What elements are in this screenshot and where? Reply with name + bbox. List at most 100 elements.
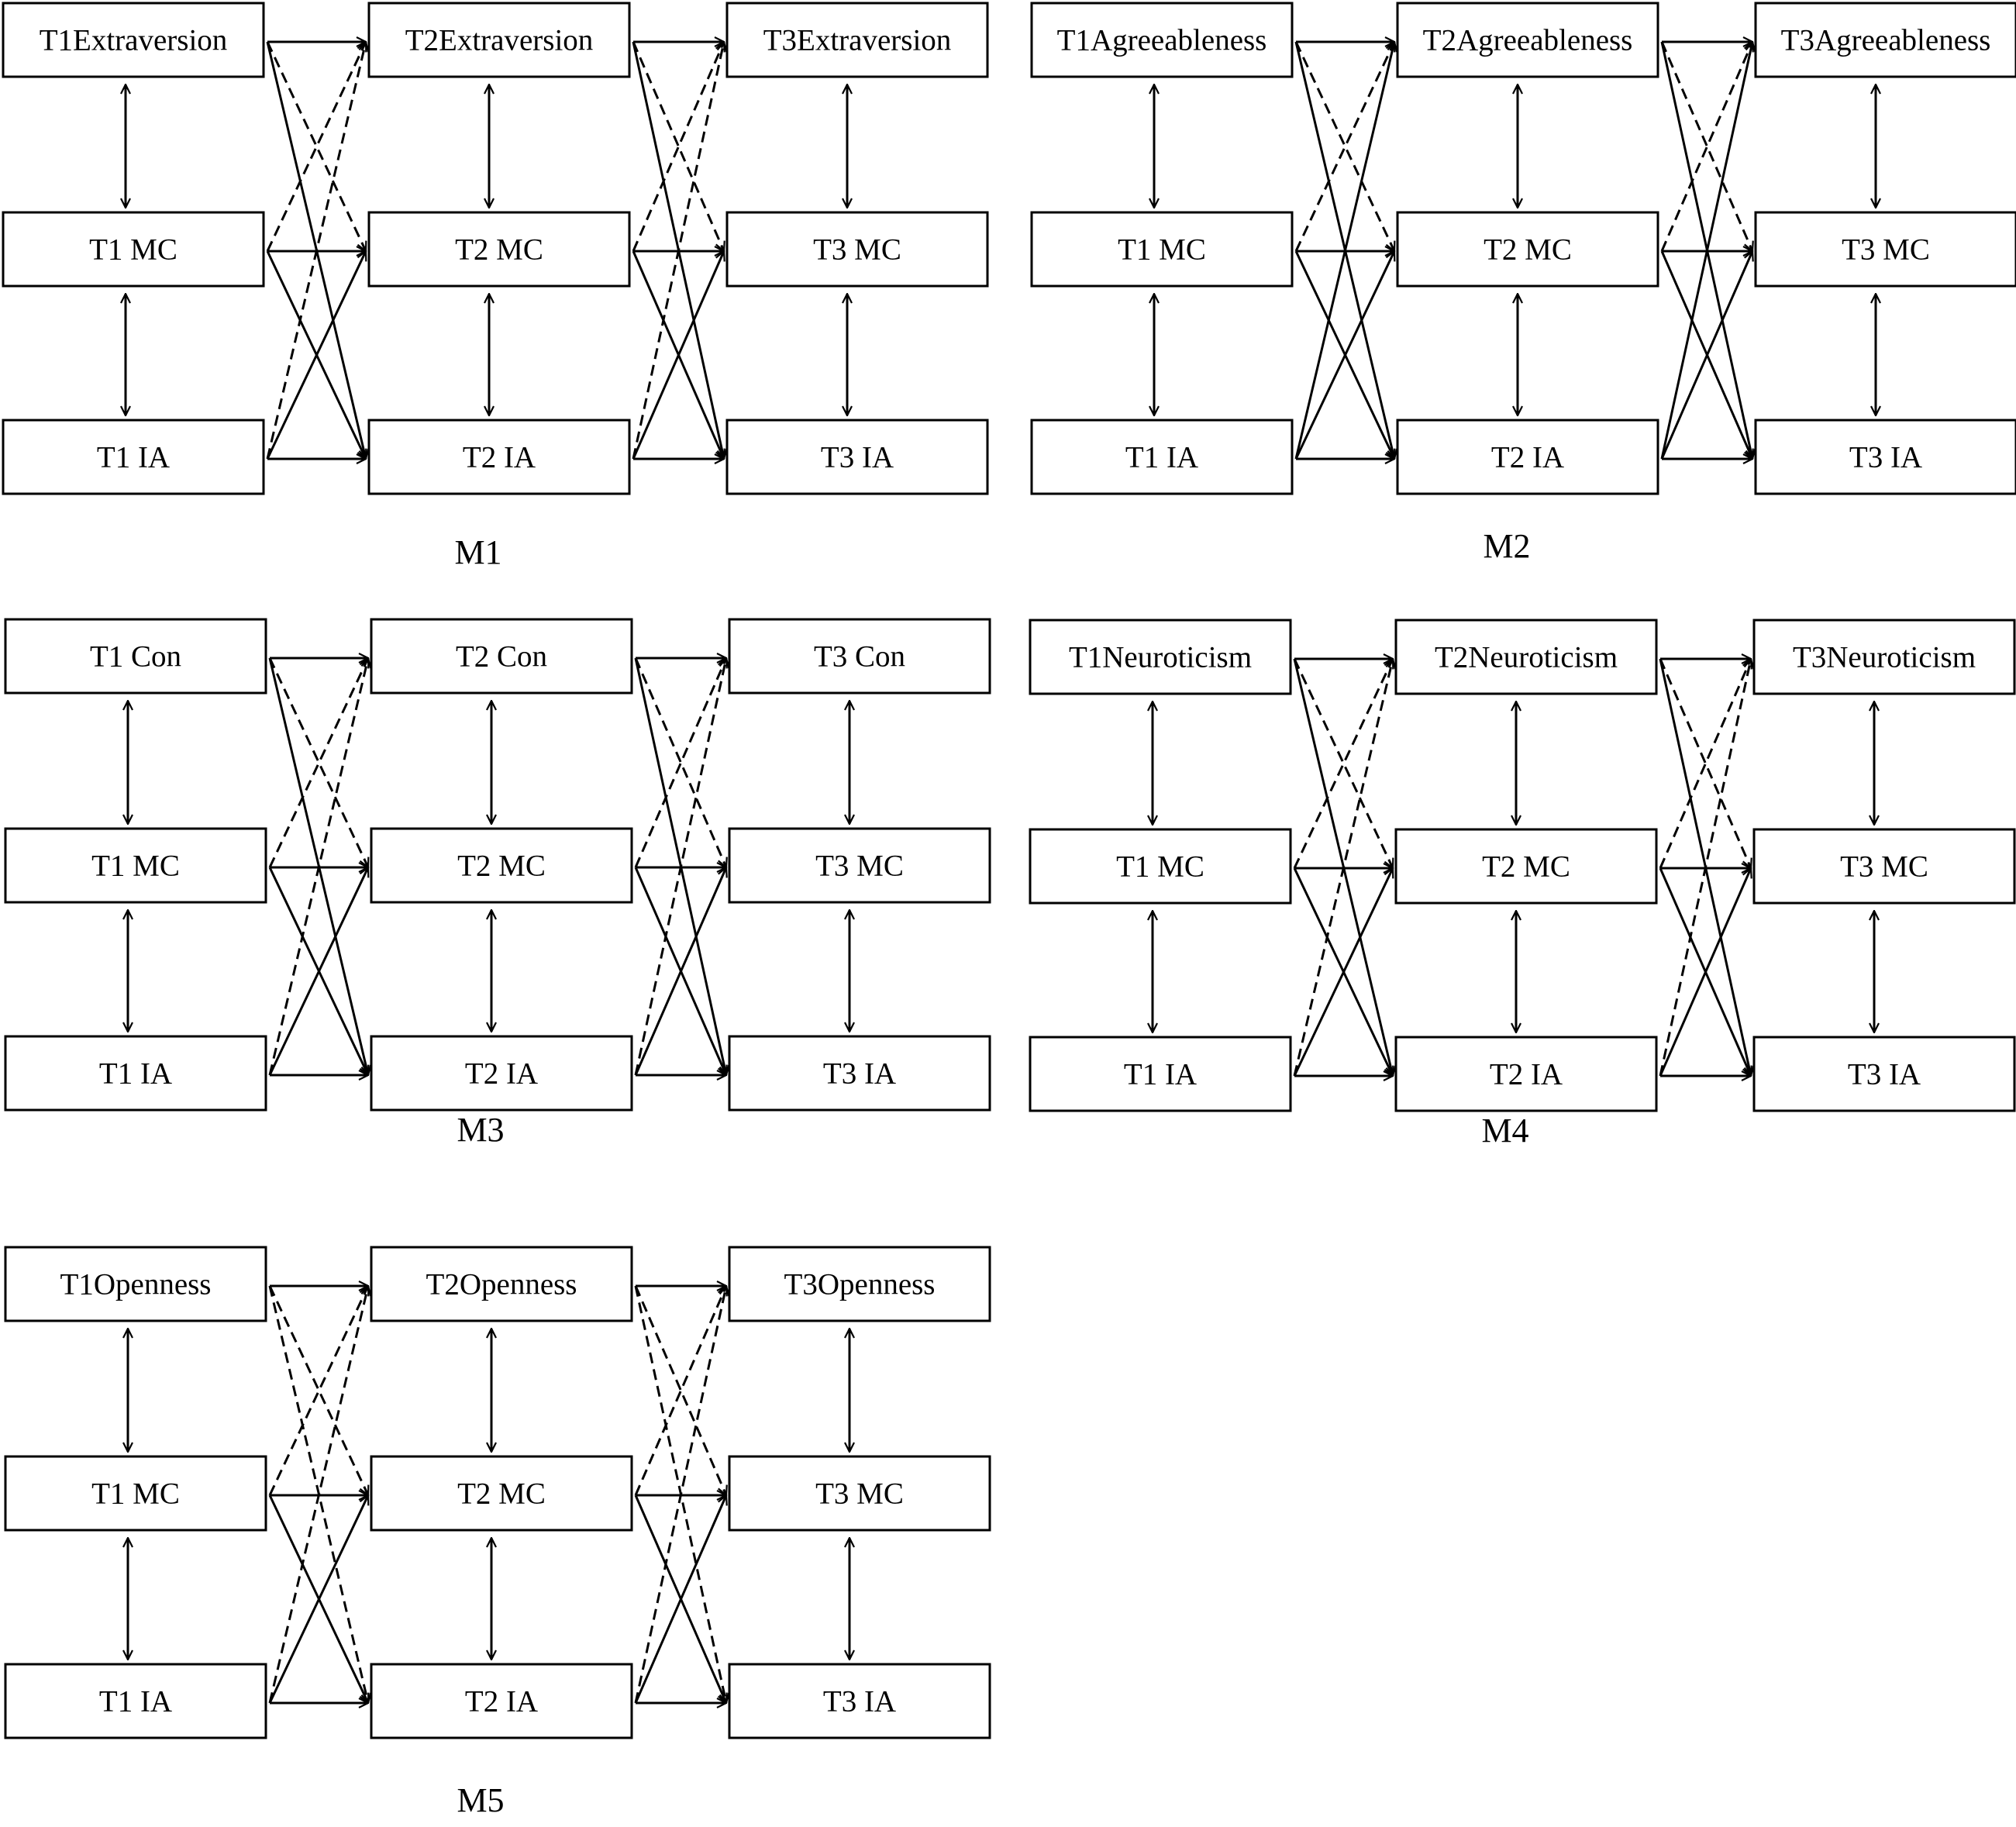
path-arrow-trait-to-mc (1294, 41, 1394, 251)
variable-label: T1 IA (99, 1057, 172, 1091)
path-arrow-ia-to-trait (1293, 659, 1393, 1077)
variable-label: T1Extraversion (40, 24, 228, 57)
variable-label: T1 MC (1116, 850, 1204, 884)
path-arrow-mc-to-trait (632, 42, 724, 252)
path-arrow-trait-to-mc (634, 1285, 726, 1495)
variable-box-t2-mc (370, 827, 633, 904)
path-arrow-ia-to-mc (268, 1495, 368, 1704)
variable-label: T2 IA (1490, 1058, 1563, 1091)
variable-label: T2 MC (457, 850, 546, 883)
model-label: M4 (1481, 1112, 1528, 1150)
path-arrow-mc-to-trait (1659, 659, 1751, 869)
variable-label: T1 IA (97, 441, 170, 474)
variable-box-t2-trait (1396, 2, 1659, 78)
path-arrow-ia-to-mc (1659, 868, 1751, 1077)
path-arrow-mc-to-trait (634, 658, 726, 868)
path-arrow-ia-to-mc (266, 251, 366, 460)
variable-box-t3-trait (1754, 2, 2016, 78)
variable-label: T1Openness (60, 1268, 212, 1301)
variable-label: T3 IA (1849, 441, 1922, 474)
variable-label: T3 MC (813, 233, 901, 267)
variable-box-t1-ia (2, 419, 265, 495)
variable-box-t2-mc (1394, 828, 1658, 905)
variable-label: T2 MC (1484, 233, 1572, 267)
path-arrow-mc-to-trait (266, 42, 366, 252)
path-arrow-mc-to-trait (1293, 659, 1393, 869)
variable-box-t1-trait (1030, 2, 1294, 78)
variable-label: T2 MC (455, 233, 543, 267)
variable-label: T1 MC (91, 850, 180, 883)
variable-label: T1 MC (89, 233, 177, 267)
path-arrow-trait-to-mc (1660, 41, 1752, 251)
path-arrow-ia-to-trait (1294, 42, 1394, 460)
path-arrow-ia-to-mc (1293, 868, 1393, 1077)
variable-box-t3-mc (1752, 828, 2016, 905)
variable-box-t3-trait (725, 2, 989, 78)
variable-box-t2-trait (367, 2, 631, 78)
path-arrow-ia-to-mc (268, 867, 368, 1076)
variable-box-t2-mc (370, 1455, 633, 1532)
path-arrow-ia-to-mc (1294, 251, 1394, 460)
model-label: M2 (1483, 527, 1530, 565)
variable-label: T1 MC (1118, 233, 1206, 267)
path-arrow-ia-to-trait (634, 1286, 726, 1704)
path-arrow-trait-to-mc (1293, 658, 1393, 868)
variable-label: T3 IA (823, 1057, 896, 1091)
variable-box-t1-ia (1030, 419, 1294, 495)
variable-label: T2Neuroticism (1435, 641, 1618, 674)
variable-label: T1 IA (1125, 441, 1198, 474)
path-arrow-ia-to-trait (268, 1286, 368, 1704)
path-arrow-trait-to-mc (1659, 658, 1751, 868)
variable-label: T3Openness (784, 1268, 936, 1301)
variable-box-t3-trait (728, 618, 991, 695)
variable-box-t1-mc (1029, 828, 1292, 905)
path-arrow-ia-to-trait (266, 42, 366, 460)
variable-label: T3 IA (1848, 1058, 1921, 1091)
path-arrow-trait-to-mc (268, 657, 368, 867)
variable-label: T2 MC (1482, 850, 1570, 884)
variable-label: T2 IA (465, 1057, 538, 1091)
path-arrow-ia-to-mc (632, 251, 724, 460)
variable-box-t3-mc (1754, 211, 2016, 288)
path-arrow-mc-to-trait (1294, 42, 1394, 252)
variable-box-t2-ia (1396, 419, 1659, 495)
path-arrow-trait-to-mc (634, 657, 726, 867)
variable-label: T3 Con (814, 640, 905, 674)
variable-label: T1 IA (1124, 1058, 1197, 1091)
path-arrow-ia-to-mc (1660, 251, 1752, 460)
path-arrow-ia-to-trait (632, 42, 724, 460)
variable-label: T3 MC (1840, 850, 1928, 884)
variable-box-t1-ia (4, 1035, 267, 1112)
variable-label: T1 MC (91, 1477, 180, 1511)
path-arrow-ia-to-trait (634, 658, 726, 1076)
path-arrow-mc-to-trait (268, 1286, 368, 1496)
variable-box-t1-mc (2, 211, 265, 288)
variable-box-t2-trait (1394, 619, 1658, 695)
model-label: M1 (454, 533, 501, 571)
model-label: M3 (457, 1111, 504, 1149)
variable-label: T2 IA (465, 1685, 538, 1718)
variable-box-t1-trait (4, 1246, 267, 1322)
variable-box-t3-trait (728, 1246, 991, 1322)
variable-box-t3-mc (728, 1455, 991, 1532)
path-arrow-mc-to-trait (634, 1286, 726, 1496)
variable-label: T1 IA (99, 1685, 172, 1718)
variable-box-t1-mc (4, 1455, 267, 1532)
variable-box-t2-mc (367, 211, 631, 288)
variable-label: T3 IA (823, 1685, 896, 1718)
variable-label: T2Agreeableness (1423, 24, 1633, 57)
variable-label: T1 Con (90, 640, 181, 674)
path-arrow-ia-to-trait (268, 658, 368, 1076)
variable-label: T3Agreeableness (1781, 24, 1991, 57)
variable-box-t3-mc (728, 827, 991, 904)
variable-label: T2 MC (457, 1477, 546, 1511)
path-arrow-ia-to-mc (634, 867, 726, 1076)
path-arrow-trait-to-mc (268, 1285, 368, 1495)
path-arrow-trait-to-mc (632, 41, 724, 251)
path-arrow-mc-to-trait (1660, 42, 1752, 252)
